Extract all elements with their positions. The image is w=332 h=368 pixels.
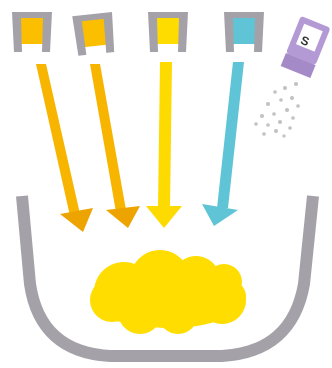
mixture-blob-icon — [90, 250, 246, 334]
yellow-cup-icon — [148, 12, 188, 52]
blue-cup-icon — [224, 12, 264, 52]
orange-cup-icon — [12, 12, 52, 52]
arrow-orange-2 — [90, 64, 140, 228]
arrow-blue — [202, 62, 244, 226]
arrow-orange-1 — [36, 64, 93, 232]
orange-cup-icon — [72, 12, 116, 56]
arrow-yellow — [146, 62, 182, 228]
salt-particles — [254, 82, 300, 138]
